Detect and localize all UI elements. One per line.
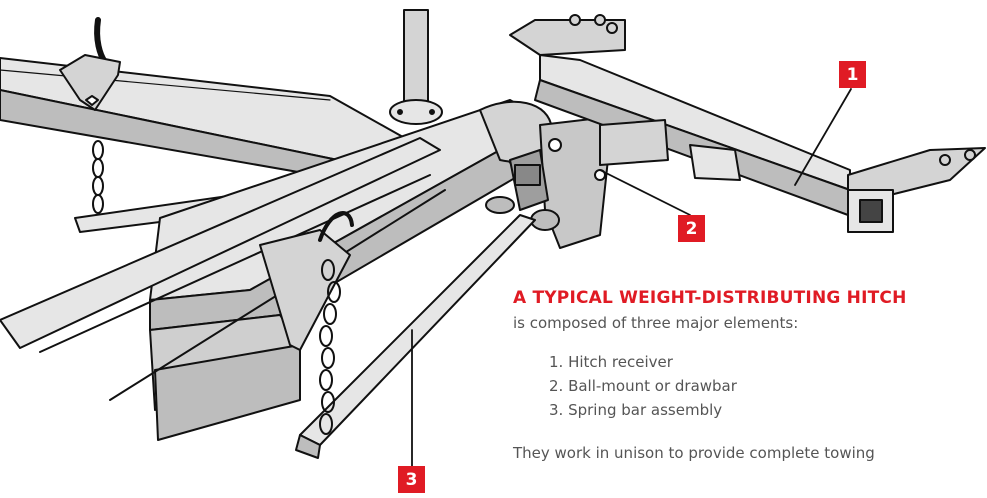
callout-3: 3 [398, 466, 425, 493]
trailer-tongue [0, 99, 546, 441]
callout-2: 2 [678, 215, 705, 242]
leader-lines [411, 88, 852, 467]
jack-post [389, 9, 443, 125]
caption-headline: A TYPICAL WEIGHT-DISTRIBUTING HITCH [513, 288, 907, 308]
list-item: 3. Spring bar assembly [549, 401, 723, 419]
leader-line-1 [794, 88, 852, 186]
caption-intro: is composed of three major elements: [513, 314, 799, 332]
callout-1: 1 [839, 61, 866, 88]
upper-chain-bracket [59, 17, 121, 111]
left-chain [92, 140, 104, 214]
list-item: 1. Hitch receiver [549, 353, 673, 371]
front-chain [319, 259, 341, 435]
leader-line-2 [599, 169, 691, 216]
element-list: 1. Hitch receiver 2. Ball-mount or drawb… [513, 350, 983, 422]
spring-bar [295, 214, 536, 459]
ball-mount [485, 117, 611, 249]
hitch-receiver [509, 14, 986, 233]
list-item: 2. Ball-mount or drawbar [549, 377, 737, 395]
caption-closing: They work in unison to provide complete … [513, 444, 875, 462]
caption: A TYPICAL WEIGHT-DISTRIBUTING HITCH is c… [513, 288, 983, 462]
